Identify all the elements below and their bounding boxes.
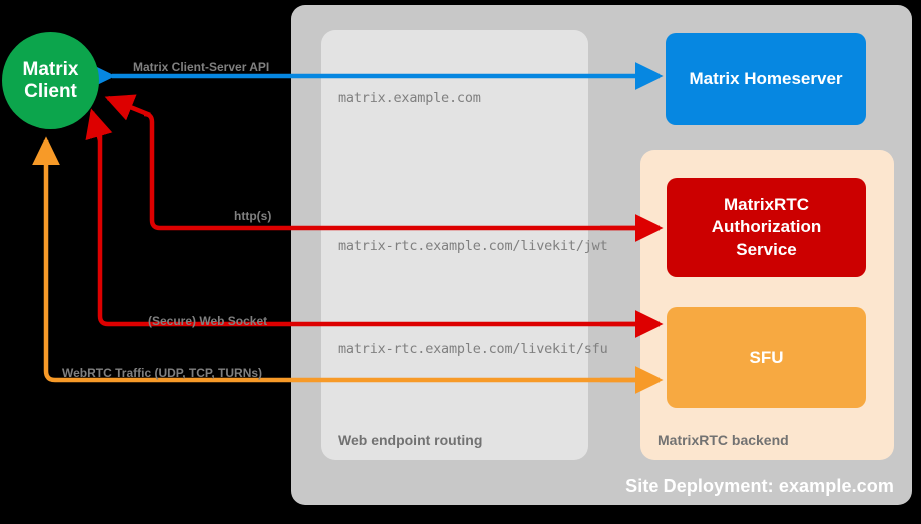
edge-path-webrtc-traffic xyxy=(32,136,660,383)
edge-label-secure-web-socket: (Secure) Web Socket xyxy=(148,314,268,328)
node-auth-line1: MatrixRTC xyxy=(723,195,809,215)
edge-label-webrtc-traffic: WebRTC Traffic (UDP, TCP, TURNs) xyxy=(62,366,263,380)
node-auth-line3: Service xyxy=(736,239,797,259)
node-matrix-client-line2: Client xyxy=(24,80,77,102)
node-matrix-homeserver[interactable]: Matrix Homeserver xyxy=(666,33,866,125)
edge-label-matrix-client-server-api: Matrix Client-Server API xyxy=(133,60,270,74)
endpoint-matrix: matrix.example.com xyxy=(338,90,481,106)
node-matrixrtc-authorization-service[interactable]: MatrixRTC Authorization Service xyxy=(667,178,866,277)
matrixrtc-backend-label: MatrixRTC backend xyxy=(658,432,789,448)
edge-path-secure-web-socket xyxy=(97,134,660,327)
edge-path-http-s xyxy=(143,111,660,231)
edge-label-http-s: http(s) xyxy=(234,209,272,223)
node-matrix-client-line1: Matrix xyxy=(22,58,79,80)
node-matrix-homeserver-label: Matrix Homeserver xyxy=(689,69,843,88)
endpoint-livekit-jwt: matrix-rtc.example.com/livekit/jwt xyxy=(338,238,608,254)
node-matrix-client[interactable]: Matrix Client xyxy=(2,32,99,129)
site-deployment-label: Site Deployment: example.com xyxy=(625,476,894,496)
node-auth-line2: Authorization xyxy=(711,217,822,237)
node-sfu-label: SFU xyxy=(749,347,784,367)
web-endpoint-routing-label: Web endpoint routing xyxy=(338,432,483,448)
edge-arrowhead-http-s xyxy=(104,94,151,121)
endpoint-livekit-sfu: matrix-rtc.example.com/livekit/sfu xyxy=(338,341,608,357)
web-endpoint-routing-panel: matrix.example.com matrix-rtc.example.co… xyxy=(321,30,608,460)
edge-arrowhead-secure-web-socket xyxy=(85,108,113,141)
node-sfu[interactable]: SFU xyxy=(667,307,866,408)
